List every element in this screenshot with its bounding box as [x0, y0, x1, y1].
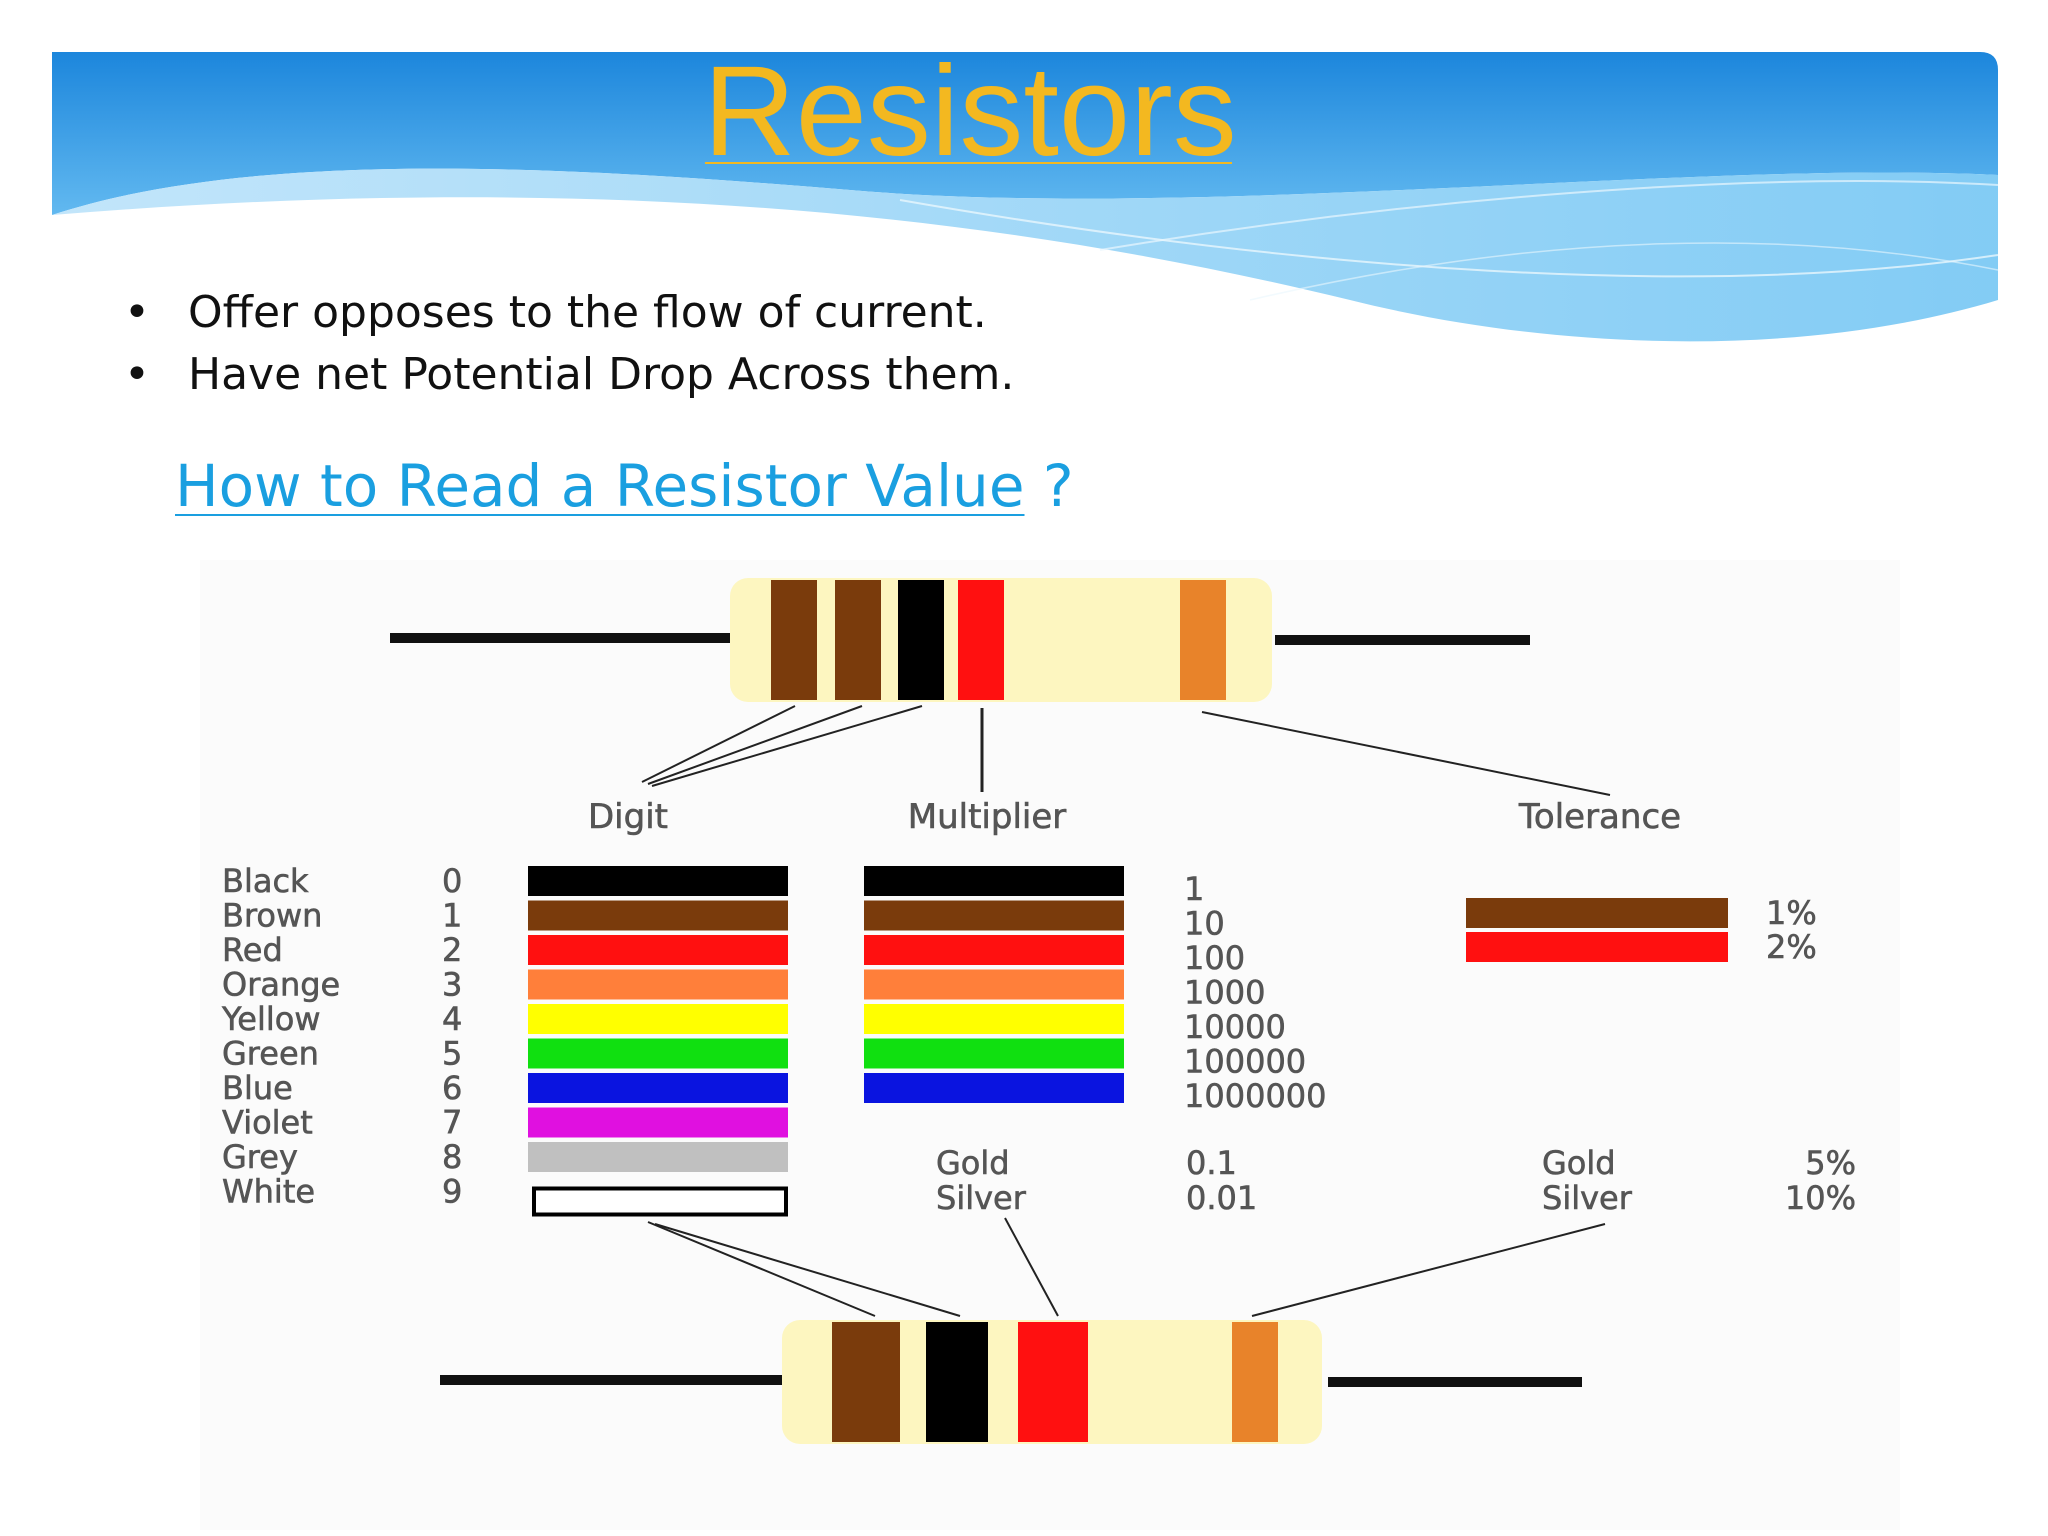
multiplier-header: Multiplier: [908, 797, 1067, 837]
multiplier-value-label: 100000: [1184, 1043, 1306, 1081]
digit-header: Digit: [588, 797, 668, 837]
multiplier-extra-name: Gold: [936, 1144, 1010, 1182]
digit-value-label: 7: [442, 1104, 462, 1142]
resistor-bottom-band: [1232, 1322, 1278, 1442]
color-name-label: Yellow: [221, 1000, 321, 1038]
digit-color-swatch: [532, 1186, 788, 1217]
resistor-top-band: [898, 580, 944, 700]
header-wave: [52, 52, 1999, 342]
resistor-top-band: [1180, 580, 1226, 700]
tolerance-extra-name: Gold: [1542, 1144, 1616, 1182]
multiplier-color-swatch: [864, 1038, 1124, 1069]
bullet-list: • Offer opposes to the flow of current. •…: [120, 282, 1014, 406]
digit-value-label: 5: [442, 1035, 462, 1073]
digit-color-swatch: [528, 900, 788, 931]
color-name-label: Green: [222, 1035, 319, 1073]
tolerance-extra-value: 5%: [1805, 1144, 1856, 1182]
digit-value-label: 8: [442, 1138, 462, 1176]
resistor-bottom-band: [832, 1322, 900, 1442]
digit-color-swatch: [528, 1142, 788, 1172]
connector-line: [647, 1221, 876, 1317]
resistor-value-link[interactable]: How to Read a Resistor Value: [175, 452, 1025, 520]
tolerance-header: Tolerance: [1518, 797, 1681, 837]
subheading-suffix: ?: [1024, 452, 1074, 520]
bullet-item: • Have net Potential Drop Across them.: [120, 344, 1014, 406]
multiplier-extra-value: 0.1: [1186, 1144, 1237, 1182]
multiplier-value-label: 10: [1184, 905, 1225, 943]
digit-color-swatch: [528, 1004, 788, 1034]
digit-value-label: 3: [442, 966, 462, 1004]
digit-value-label: 2: [442, 931, 462, 969]
subheading: How to Read a Resistor Value ?: [175, 452, 1074, 520]
resistor-top-band: [835, 580, 881, 700]
bullet-item: • Offer opposes to the flow of current.: [120, 282, 1014, 344]
digit-value-label: 6: [442, 1069, 462, 1107]
multiplier-color-swatch: [864, 969, 1124, 1000]
bullet-dot-icon: •: [124, 287, 150, 338]
bullet-text: Have net Potential Drop Across them.: [188, 349, 1015, 400]
slide-title: Resistors: [703, 40, 1237, 183]
title-underline: [705, 162, 1232, 164]
digit-value-label: 9: [442, 1173, 462, 1211]
color-name-label: Black: [222, 862, 309, 900]
multiplier-value-label: 1: [1184, 870, 1204, 908]
digit-value-label: 0: [442, 862, 462, 900]
connector-line: [1251, 1223, 1606, 1317]
resistor-bottom-band: [1018, 1322, 1088, 1442]
color-name-label: Brown: [222, 897, 322, 935]
color-name-label: Violet: [222, 1104, 313, 1142]
multiplier-color-swatch: [864, 900, 1124, 931]
digit-color-swatch: [528, 1038, 788, 1069]
digit-color-swatch: [528, 935, 788, 965]
color-name-label: White: [222, 1173, 315, 1211]
color-name-label: Grey: [222, 1138, 298, 1176]
tolerance-color-swatch: [1466, 932, 1728, 962]
connector-line: [651, 705, 923, 787]
tolerance-color-swatch: [1466, 898, 1728, 928]
resistor-bottom-band: [926, 1322, 988, 1442]
connector-line: [1004, 1217, 1059, 1317]
color-name-label: Red: [222, 931, 283, 969]
multiplier-extra-value: 0.01: [1186, 1179, 1257, 1217]
connector-line: [654, 1223, 961, 1317]
multiplier-value-label: 100: [1184, 939, 1245, 977]
digit-value-label: 1: [442, 897, 462, 935]
bullet-text: Offer opposes to the flow of current.: [188, 287, 987, 338]
digit-color-swatch: [528, 1073, 788, 1103]
digit-value-label: 4: [442, 1000, 462, 1038]
bullet-dot-icon: •: [124, 349, 150, 400]
multiplier-value-label: 1000: [1184, 974, 1265, 1012]
connector-line: [641, 705, 796, 783]
digit-color-swatch: [528, 866, 788, 896]
digit-color-swatch: [528, 969, 788, 1000]
tolerance-value-label: 1%: [1766, 894, 1817, 932]
color-name-label: Orange: [222, 966, 340, 1004]
digit-color-swatch: [528, 1107, 788, 1138]
multiplier-color-swatch: [864, 866, 1124, 896]
connector-line: [647, 705, 863, 785]
multiplier-value-label: 10000: [1184, 1008, 1286, 1046]
resistor-top-band: [958, 580, 1004, 700]
tolerance-value-label: 2%: [1766, 928, 1817, 966]
multiplier-value-label: 1000000: [1184, 1077, 1327, 1115]
connector-line: [1201, 711, 1611, 796]
tolerance-extra-value: 10%: [1785, 1179, 1856, 1217]
multiplier-color-swatch: [864, 1073, 1124, 1103]
color-name-label: Blue: [222, 1069, 293, 1107]
multiplier-color-swatch: [864, 935, 1124, 965]
tolerance-extra-name: Silver: [1542, 1179, 1633, 1217]
multiplier-extra-name: Silver: [936, 1179, 1027, 1217]
multiplier-color-swatch: [864, 1004, 1124, 1034]
resistor-top-band: [771, 580, 817, 700]
